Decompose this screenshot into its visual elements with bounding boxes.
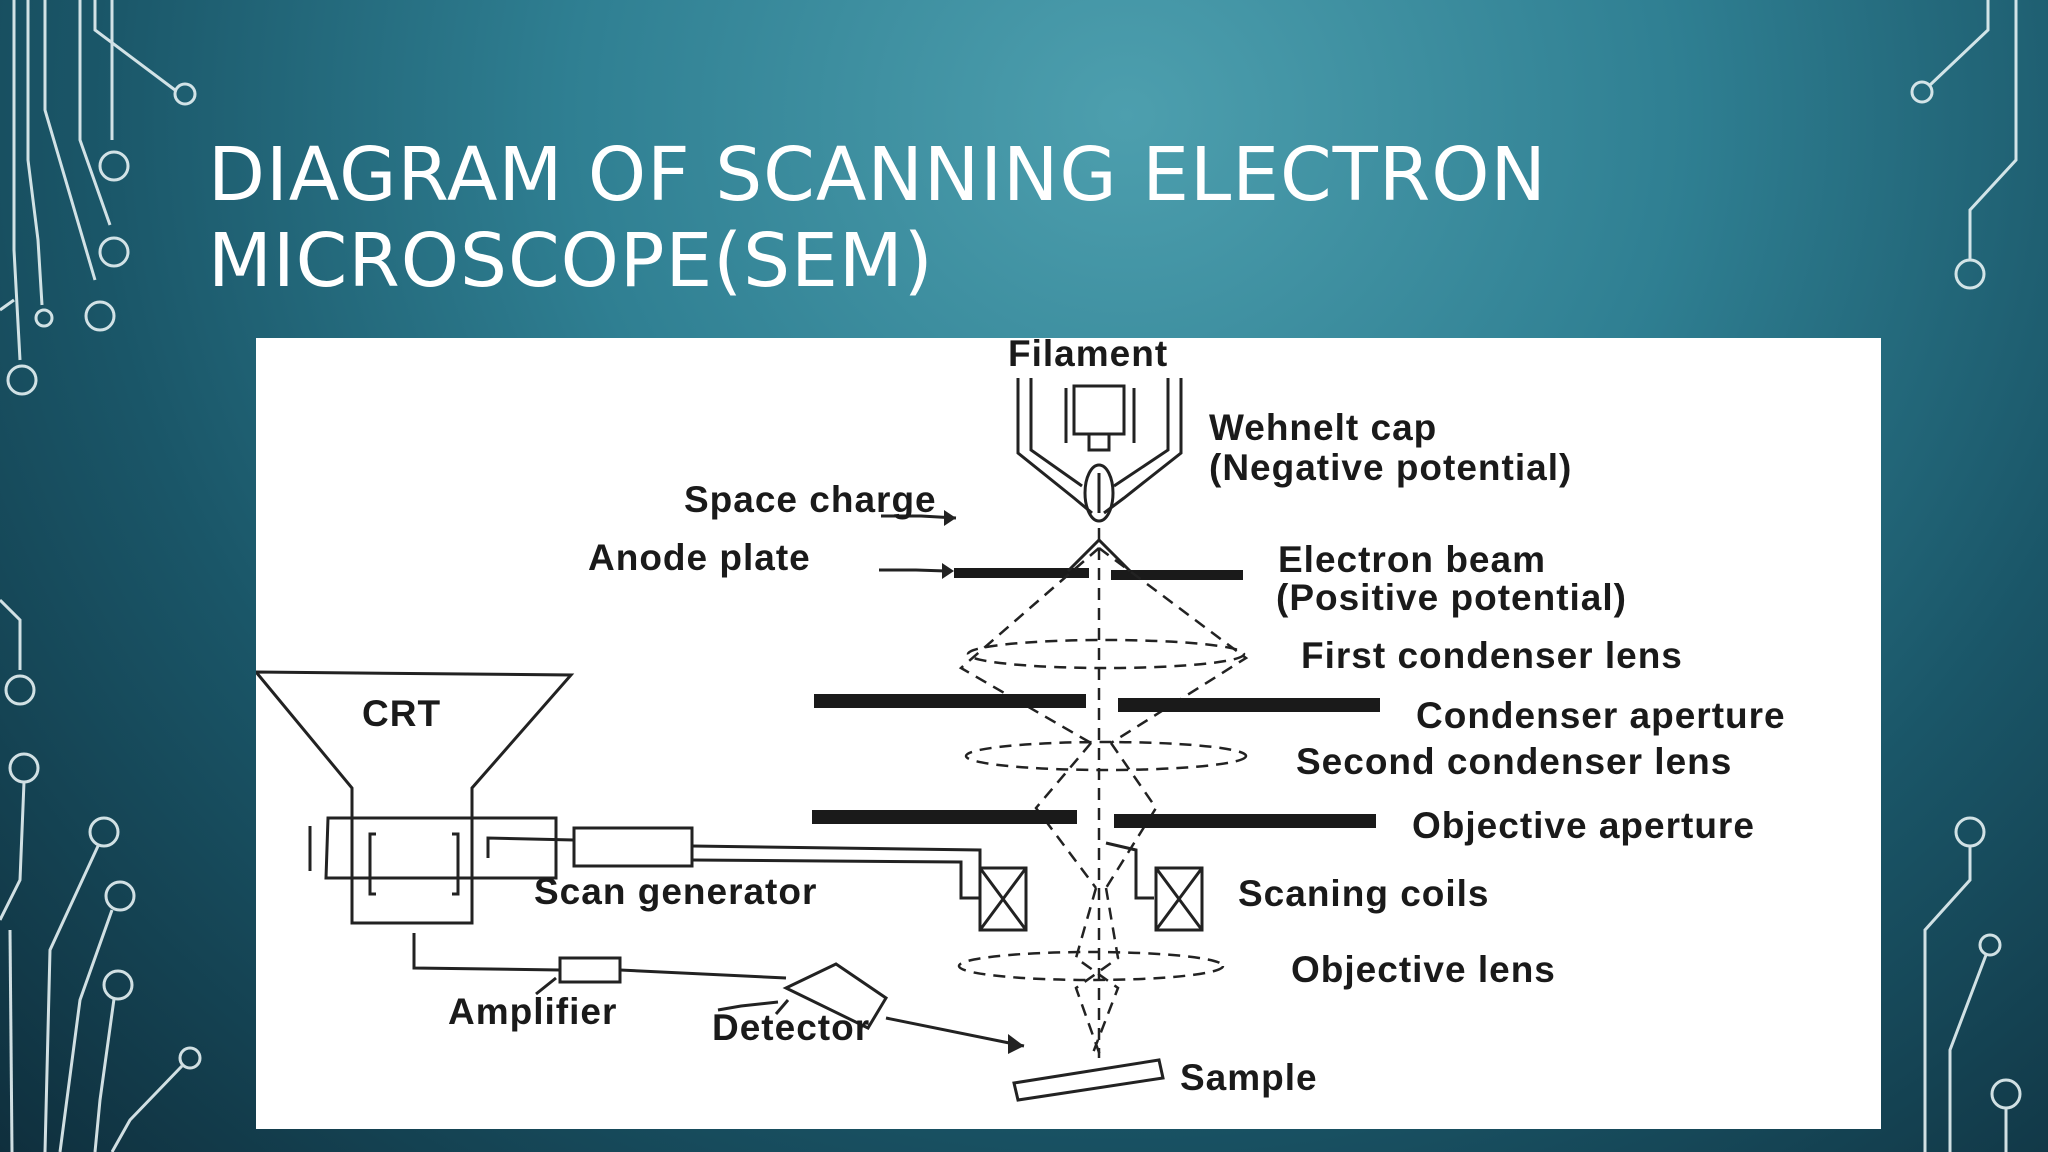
label-objective-lens: Objective lens [1291, 949, 1556, 990]
circuit-trace-bottom-left [8, 816, 202, 1152]
detector-box [782, 962, 889, 1030]
label-scaning-coils: Scaning coils [1238, 873, 1490, 914]
sem-diagram: Filament Wehnelt cap (Negative potential… [256, 338, 1786, 1102]
slide-title-line-2: MICROSCOPE(SEM) [208, 218, 934, 304]
label-space-charge: Space charge [684, 479, 937, 520]
circuit-trace-top-right [1910, 0, 2018, 290]
slide-title: DIAGRAM OF SCANNING ELECTRON MICROSCOPE(… [208, 132, 1708, 304]
label-condenser-aperture: Condenser aperture [1416, 695, 1786, 736]
label-wehnelt-cap: Wehnelt cap [1209, 407, 1437, 448]
circuit-trace-top-left [0, 0, 197, 396]
circuit-trace-left-middle [0, 598, 40, 921]
label-detector: Detector [712, 1007, 870, 1048]
anode-plate-left [954, 568, 1089, 578]
label-objective-aperture: Objective aperture [1412, 805, 1755, 846]
electron-beam-path [958, 546, 1249, 1059]
label-anode-plate: Anode plate [588, 537, 811, 578]
first-condenser-lens [966, 638, 1246, 670]
label-sample: Sample [1180, 1057, 1318, 1098]
condenser-aperture-right [1118, 698, 1380, 712]
filament-housing [1016, 378, 1093, 515]
label-first-condenser-lens: First condenser lens [1301, 635, 1683, 676]
slide-title-line-1: DIAGRAM OF SCANNING ELECTRON [208, 132, 1547, 218]
sem-diagram-panel: Filament Wehnelt cap (Negative potential… [256, 338, 1881, 1129]
objective-aperture-right [1114, 814, 1376, 828]
label-amplifier: Amplifier [448, 991, 617, 1032]
sample-stage [1012, 1058, 1165, 1102]
label-second-condenser-lens: Second condenser lens [1296, 741, 1732, 782]
scan-generator-box [572, 826, 694, 868]
amplifier-box [558, 956, 622, 984]
label-crt: CRT [362, 693, 441, 734]
anode-plate-right [1111, 570, 1243, 580]
condenser-aperture-left [814, 694, 1086, 708]
electron-gun [1016, 378, 1183, 523]
objective-aperture-left [812, 810, 1077, 824]
second-condenser-lens [964, 740, 1248, 772]
label-negative-potential: (Negative potential) [1209, 447, 1572, 488]
objective-lens [957, 950, 1225, 982]
crt-funnel [256, 670, 575, 925]
scanning-coils [978, 841, 1204, 932]
label-filament: Filament [1008, 338, 1168, 374]
label-scan-generator: Scan generator [534, 871, 817, 912]
label-electron-beam: Electron beam [1278, 539, 1546, 580]
crt-unit [256, 670, 575, 925]
label-positive-potential: (Positive potential) [1276, 577, 1627, 618]
filament-block [1072, 384, 1126, 436]
space-charge-blob [1083, 463, 1115, 523]
circuit-trace-bottom-right [1923, 816, 2022, 1152]
